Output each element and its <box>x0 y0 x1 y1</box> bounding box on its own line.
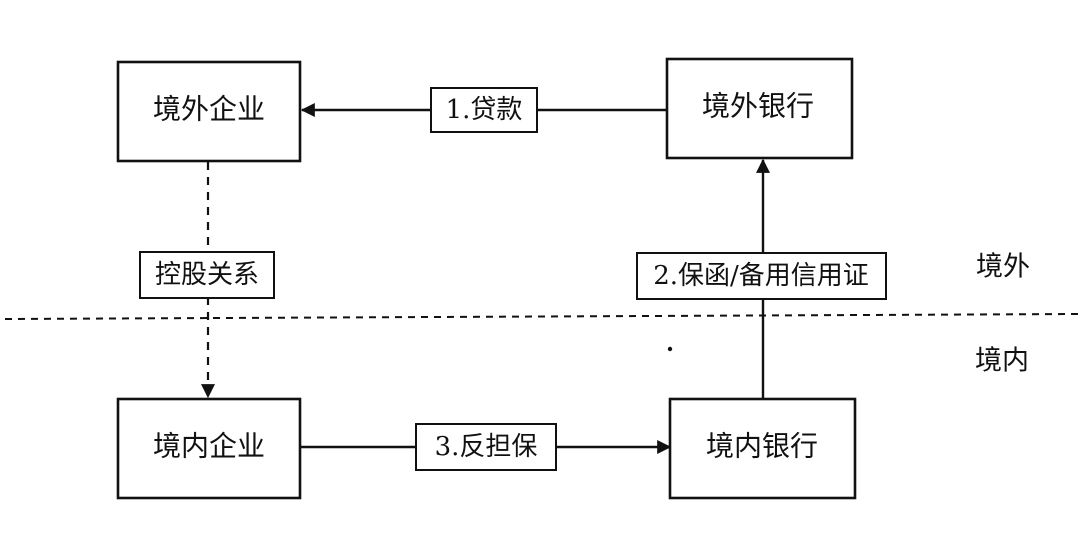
overseas-bank-label: 境外银行 <box>702 90 814 123</box>
counter-guarantee-label-text: 3.反担保 <box>435 432 538 462</box>
overseas-bank-node: 境外银行 <box>665 57 854 160</box>
overseas-company-node: 境外企业 <box>116 60 302 163</box>
domestic-company-node: 境内企业 <box>116 397 302 500</box>
guarantee-label: 2.保函/备用信用证 <box>636 252 887 300</box>
guarantee-label-text: 2.保函/备用信用证 <box>653 261 869 291</box>
overseas-company-label: 境外企业 <box>153 93 265 126</box>
region-boundary-line <box>4 313 1079 320</box>
counter-guarantee-label: 3.反担保 <box>415 423 557 471</box>
overseas-region-label: 境外 <box>976 252 1030 283</box>
holding-relationship-label-text: 控股关系 <box>155 260 259 290</box>
domestic-region-label: 境内 <box>975 346 1029 377</box>
loan-label: 1.贷款 <box>430 87 538 133</box>
scan-speck <box>667 346 673 352</box>
holding-relationship-label: 控股关系 <box>139 251 275 299</box>
loan-label-text: 1.贷款 <box>446 95 523 125</box>
domestic-bank-node: 境内银行 <box>668 397 857 500</box>
domestic-company-label: 境内企业 <box>153 430 265 463</box>
domestic-bank-label: 境内银行 <box>706 430 818 463</box>
